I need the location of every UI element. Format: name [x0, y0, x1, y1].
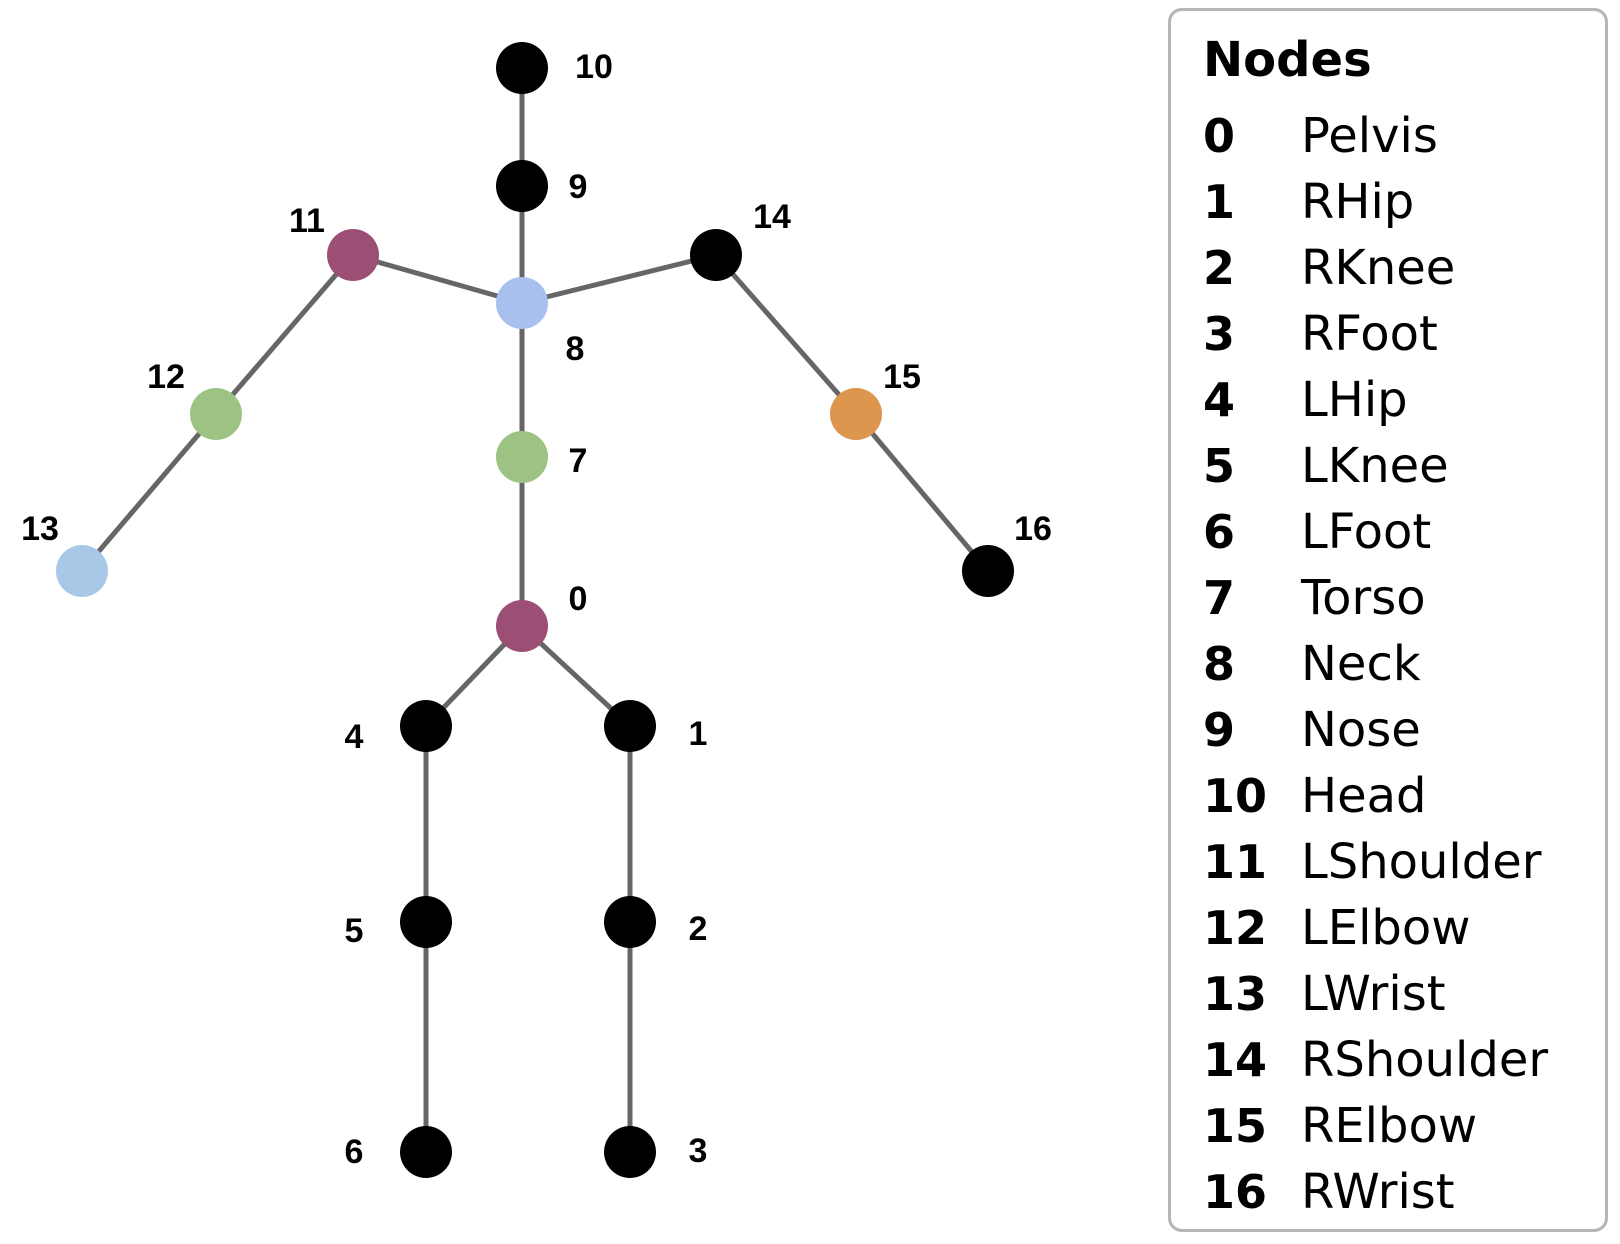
- node-label-4: 4: [345, 718, 364, 756]
- legend-name: RShoulder: [1301, 1032, 1549, 1088]
- legend-row-4: 4 LHip: [1203, 367, 1548, 433]
- legend-id: 3: [1203, 307, 1236, 361]
- legend-name: Torso: [1301, 570, 1426, 626]
- edge-8-11: [350, 252, 525, 306]
- edge-11-12: [213, 252, 356, 417]
- legend-name: RKnee: [1301, 240, 1456, 296]
- legend-id: 8: [1203, 637, 1236, 691]
- legend-name: RWrist: [1301, 1164, 1455, 1220]
- legend-row-2: 2 RKnee: [1203, 235, 1548, 301]
- legend-list: 0 Pelvis 1 RHip 2 RKnee 3 RFoot 4 LHip 5 LKnee 6 LFoo…: [1203, 103, 1548, 1225]
- node-11: [327, 229, 379, 281]
- legend-id: 0: [1203, 109, 1236, 163]
- node-label-2: 2: [689, 910, 708, 948]
- node-label-5: 5: [345, 912, 364, 950]
- legend-id: 9: [1203, 703, 1236, 757]
- edges-layer: [79, 65, 991, 1155]
- node-5: [400, 896, 452, 948]
- legend-box: Nodes 0 Pelvis 1 RHip 2 RKnee 3 RFoot 4 LHip 5 LKne…: [1168, 8, 1608, 1232]
- legend-name: Neck: [1301, 636, 1421, 692]
- legend-id: 11: [1203, 835, 1268, 889]
- edge-12-13: [79, 411, 219, 574]
- node-15: [830, 388, 882, 440]
- legend-id: 4: [1203, 373, 1236, 427]
- legend-name: Pelvis: [1301, 108, 1438, 164]
- legend-name: LShoulder: [1301, 834, 1542, 890]
- node-14: [690, 229, 742, 281]
- node-0: [496, 600, 548, 652]
- legend-row-13: 13 LWrist: [1203, 961, 1548, 1027]
- node-label-0: 0: [569, 580, 588, 618]
- legend-row-7: 7 Torso: [1203, 565, 1548, 631]
- legend-row-3: 3 RFoot: [1203, 301, 1548, 367]
- legend-name: LHip: [1301, 372, 1408, 428]
- node-16: [962, 545, 1014, 597]
- node-10: [496, 42, 548, 94]
- legend-row-12: 12 LElbow: [1203, 895, 1548, 961]
- node-label-7: 7: [569, 442, 588, 480]
- legend-row-14: 14 RShoulder: [1203, 1027, 1548, 1093]
- legend-id: 14: [1203, 1033, 1268, 1087]
- legend-id: 16: [1203, 1165, 1268, 1219]
- legend-name: RHip: [1301, 174, 1415, 230]
- edge-14-15: [713, 252, 859, 417]
- node-13: [56, 545, 108, 597]
- legend-id: 10: [1203, 769, 1268, 823]
- legend-row-10: 10 Head: [1203, 763, 1548, 829]
- nodes-layer: [56, 42, 1014, 1178]
- legend-id: 7: [1203, 571, 1236, 625]
- node-label-14: 14: [753, 198, 791, 236]
- legend-name: LElbow: [1301, 900, 1471, 956]
- node-label-1: 1: [689, 715, 708, 753]
- legend-id: 15: [1203, 1099, 1268, 1153]
- legend-row-5: 5 LKnee: [1203, 433, 1548, 499]
- legend-id: 1: [1203, 175, 1236, 229]
- node-label-8: 8: [566, 330, 585, 368]
- legend-title: Nodes: [1203, 32, 1372, 88]
- node-label-12: 12: [147, 358, 185, 396]
- legend-id: 5: [1203, 439, 1236, 493]
- legend-row-0: 0 Pelvis: [1203, 103, 1548, 169]
- legend-name: RElbow: [1301, 1098, 1478, 1154]
- node-7: [496, 431, 548, 483]
- legend-row-11: 11 LShoulder: [1203, 829, 1548, 895]
- node-2: [604, 896, 656, 948]
- node-label-10: 10: [575, 48, 613, 86]
- legend-id: 13: [1203, 967, 1268, 1021]
- legend-id: 12: [1203, 901, 1268, 955]
- node-12: [190, 388, 242, 440]
- legend-name: Head: [1301, 768, 1427, 824]
- node-1: [604, 700, 656, 752]
- node-label-15: 15: [883, 358, 921, 396]
- legend-name: Nose: [1301, 702, 1421, 758]
- legend-row-9: 9 Nose: [1203, 697, 1548, 763]
- legend-name: LKnee: [1301, 438, 1449, 494]
- node-8: [496, 277, 548, 329]
- node-label-11: 11: [289, 202, 325, 240]
- edge-8-14: [519, 252, 719, 306]
- legend-row-1: 1 RHip: [1203, 169, 1548, 235]
- legend-name: RFoot: [1301, 306, 1438, 362]
- node-label-16: 16: [1014, 510, 1052, 548]
- node-9: [496, 160, 548, 212]
- legend-name: LWrist: [1301, 966, 1446, 1022]
- legend-row-15: 15 RElbow: [1203, 1093, 1548, 1159]
- node-label-13: 13: [21, 510, 59, 548]
- node-label-6: 6: [345, 1133, 364, 1171]
- legend-id: 6: [1203, 505, 1236, 559]
- node-label-9: 9: [569, 168, 588, 206]
- edge-15-16: [853, 411, 991, 574]
- node-3: [604, 1126, 656, 1178]
- node-label-3: 3: [689, 1132, 708, 1170]
- legend-row-6: 6 LFoot: [1203, 499, 1548, 565]
- legend-row-8: 8 Neck: [1203, 631, 1548, 697]
- node-4: [400, 700, 452, 752]
- node-6: [400, 1126, 452, 1178]
- legend-id: 2: [1203, 241, 1236, 295]
- legend-name: LFoot: [1301, 504, 1432, 560]
- legend-row-16: 16 RWrist: [1203, 1159, 1548, 1225]
